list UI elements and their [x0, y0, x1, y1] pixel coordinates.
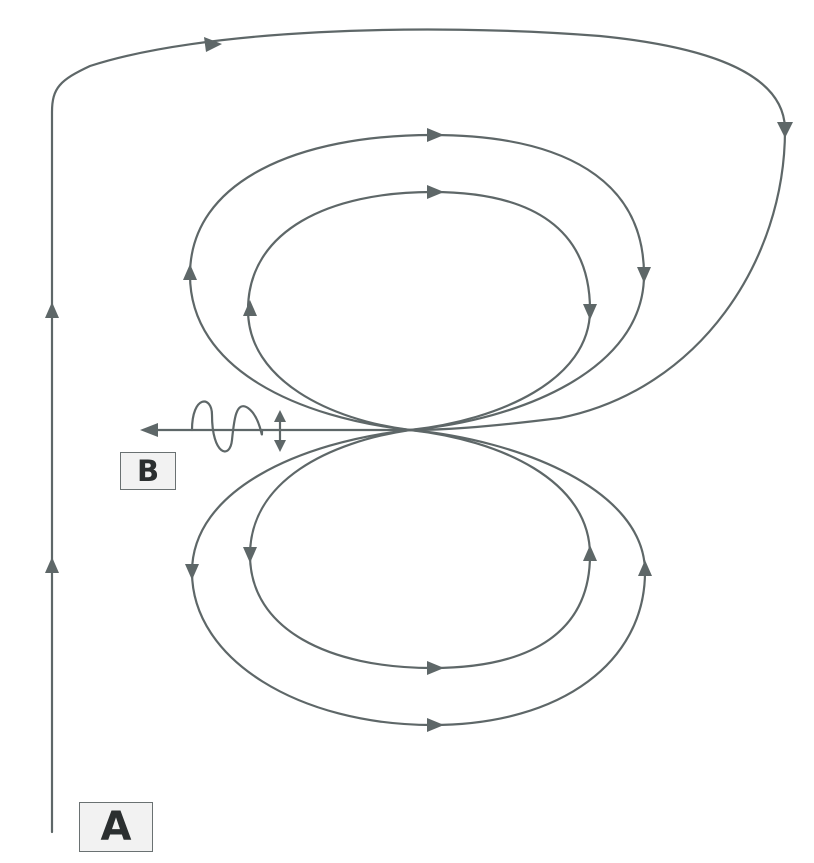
arrow-up-icon — [243, 300, 257, 316]
arrow-up-icon — [274, 410, 286, 422]
arrow-up-icon — [183, 264, 197, 280]
wave-squiggle — [190, 400, 264, 453]
arrow-down-icon — [637, 267, 651, 283]
arrow-down-icon — [274, 440, 286, 452]
upper-inner-loop — [246, 190, 592, 432]
lower-inner-loop — [248, 428, 592, 670]
arrow-right-icon — [427, 718, 444, 732]
label-a: A — [79, 802, 153, 852]
lower-outer-loop — [190, 428, 647, 727]
upper-outer-loop — [188, 133, 646, 432]
arrow-up-icon — [583, 545, 597, 561]
arrow-down-icon — [777, 122, 793, 138]
arrow-right-icon — [427, 185, 444, 199]
arrow-down-icon — [243, 547, 257, 563]
arrow-right-icon — [204, 37, 222, 52]
arrow-down-icon — [583, 304, 597, 320]
arrow-up-icon — [45, 302, 59, 318]
arrow-right-icon — [427, 128, 444, 142]
arrow-right-icon — [427, 661, 444, 675]
outer-field-line — [50, 28, 787, 834]
arrow-down-icon — [185, 564, 199, 580]
arrow-left-icon — [140, 423, 158, 437]
label-b: B — [120, 452, 176, 490]
arrow-up-icon — [45, 557, 59, 573]
arrow-up-icon — [638, 560, 652, 576]
